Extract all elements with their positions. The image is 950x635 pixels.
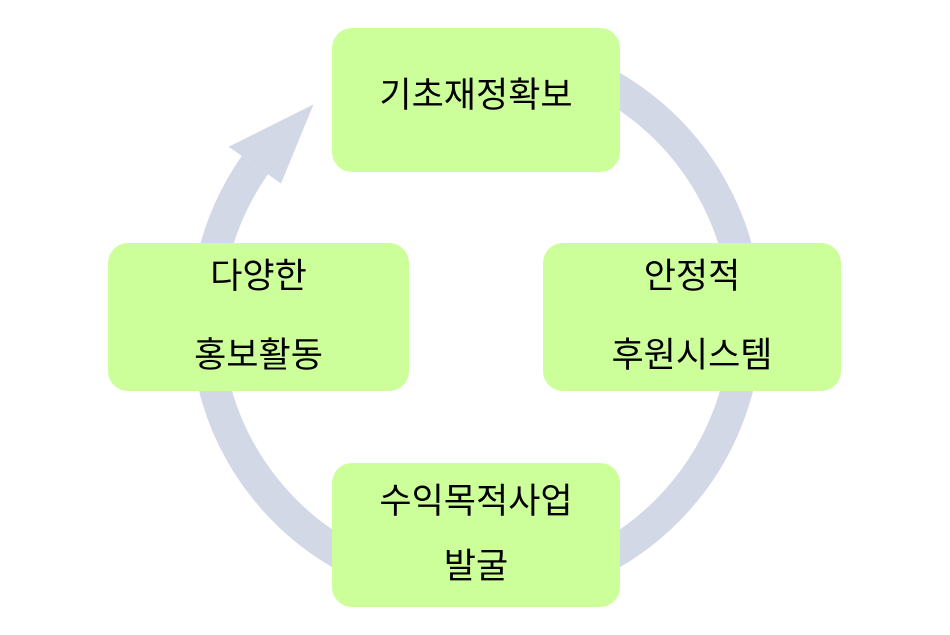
cycle-arrowhead xyxy=(228,104,314,184)
node-label-line-2: 홍보활동 xyxy=(194,336,323,376)
cycle-node-basic-funding: 기초재정확보 xyxy=(332,28,620,172)
node-label: 기초재정확보 xyxy=(379,75,573,116)
node-label-line-1: 다양한 xyxy=(210,257,307,297)
node-label-line-2: 발굴 xyxy=(443,547,509,587)
node-label-line-1: 안정적 xyxy=(643,257,741,297)
cycle-node-diverse-promotion: 다양한 홍보활동 xyxy=(108,243,409,391)
cycle-node-stable-sponsorship: 안정적 후원시스템 xyxy=(543,243,841,391)
node-label-line-1: 수익목적사업 xyxy=(379,482,573,522)
node-label-line-2: 후원시스템 xyxy=(611,336,773,376)
cycle-node-profit-business: 수익목적사업 발굴 xyxy=(332,463,620,607)
